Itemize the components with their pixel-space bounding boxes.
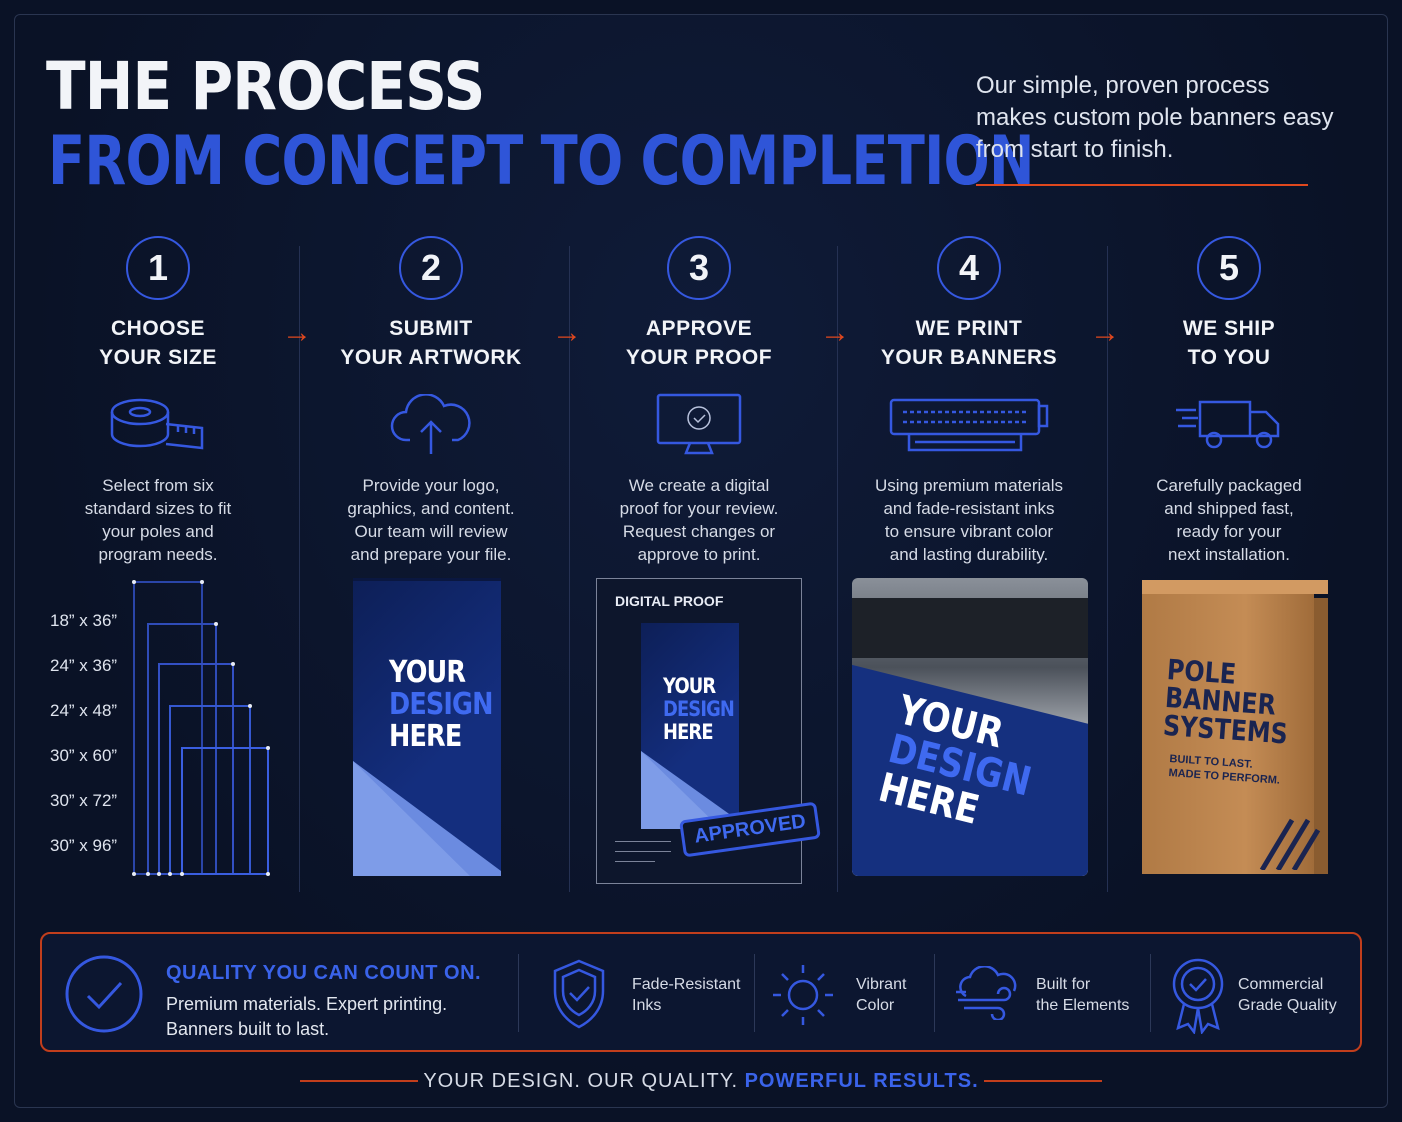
step-2: 2 SUBMIT YOUR ARTWORK Provide your logo,… xyxy=(306,236,556,566)
step-number: 3 xyxy=(667,236,731,300)
size-label: 18” x 36” xyxy=(50,611,118,630)
step-divider xyxy=(299,246,300,892)
quality-title: QUALITY YOU CAN COUNT ON. xyxy=(166,962,482,984)
banner-mockup: YOUR DESIGN HERE xyxy=(353,578,501,876)
quality-divider xyxy=(934,954,935,1032)
quality-description: Premium materials. Expert printing. Bann… xyxy=(166,994,448,1039)
tagline-part: YOUR DESIGN. OUR QUALITY. xyxy=(423,1070,745,1092)
step-title: CHOOSE YOUR SIZE xyxy=(99,317,217,369)
feature-label: Fade-Resistant Inks xyxy=(632,976,741,1014)
feature-label: Commercial Grade Quality xyxy=(1238,976,1337,1014)
step-description: We create a digital proof for your revie… xyxy=(619,476,779,564)
intro-underline xyxy=(976,184,1308,186)
step-3: 3 APPROVE YOUR PROOF We create a digital… xyxy=(574,236,824,566)
banner-text: DESIGN xyxy=(663,697,735,721)
step-number: 4 xyxy=(937,236,1001,300)
page-subtitle: FROM CONCEPT TO COMPLETION xyxy=(48,122,1034,201)
award-badge-icon xyxy=(1170,956,1226,1039)
step-description: Using premium materials and fade-resista… xyxy=(875,476,1063,564)
step-divider xyxy=(569,246,570,892)
step-title: APPROVE YOUR PROOF xyxy=(625,317,773,369)
size-rectangles xyxy=(132,580,270,876)
proof-label: DIGITAL PROOF xyxy=(615,593,724,609)
step-number: 5 xyxy=(1197,236,1261,300)
feature-label: Built for the Elements xyxy=(1036,976,1130,1014)
step-description: Provide your logo, graphics, and content… xyxy=(347,476,515,564)
delivery-truck-icon xyxy=(1104,390,1354,460)
cloud-upload-icon xyxy=(306,390,556,460)
monitor-check-icon xyxy=(574,390,824,460)
banner-text: HERE xyxy=(389,719,462,754)
box-stripes xyxy=(1259,818,1321,870)
quality-divider xyxy=(1150,954,1151,1032)
arrow-right-icon: → xyxy=(552,316,582,349)
step-4: 4 WE PRINT YOUR BANNERS Using premium ma… xyxy=(844,236,1094,566)
step-divider xyxy=(1107,246,1108,892)
banner-text: YOUR xyxy=(663,674,716,698)
step-1: 1 CHOOSE YOUR SIZE Select from six stand… xyxy=(33,236,283,566)
quality-divider xyxy=(518,954,519,1032)
step-title: WE SHIP TO YOU xyxy=(1182,317,1276,369)
cloud-wind-icon xyxy=(954,965,1022,1025)
step-title: SUBMIT YOUR ARTWORK xyxy=(340,317,522,369)
size-label: 24” x 48” xyxy=(50,701,118,720)
arrow-right-icon: → xyxy=(1090,316,1120,349)
size-label: 24” x 36” xyxy=(50,656,118,675)
tagline-highlight: POWERFUL RESULTS. xyxy=(744,1070,979,1092)
printer-photo: YOUR DESIGN HERE xyxy=(852,578,1088,876)
arrow-right-icon: → xyxy=(282,316,312,349)
step-title: WE PRINT YOUR BANNERS xyxy=(880,317,1058,369)
tagline: YOUR DESIGN. OUR QUALITY. POWERFUL RESUL… xyxy=(0,1070,1402,1093)
page-title: THE PROCESS xyxy=(46,48,485,125)
tagline-rule xyxy=(300,1080,418,1082)
measuring-tape-icon xyxy=(33,390,283,460)
checkmark-circle-icon xyxy=(64,954,144,1039)
shield-check-icon xyxy=(550,958,608,1035)
step-5: 5 WE SHIP TO YOU Carefully packaged and … xyxy=(1104,236,1354,566)
step-number: 2 xyxy=(399,236,463,300)
banner-text: YOUR xyxy=(389,655,466,690)
size-label: 30” x 72” xyxy=(50,791,118,810)
proof-banner: YOUR DESIGN HERE xyxy=(641,623,739,829)
intro-text: Our simple, proven process makes custom … xyxy=(976,72,1334,163)
quality-divider xyxy=(754,954,755,1032)
box-text: SYSTEMS xyxy=(1162,708,1289,751)
banner-text: DESIGN xyxy=(389,687,493,722)
shipping-box: POLE BANNER SYSTEMS BUILT TO LAST. MADE … xyxy=(1142,580,1328,876)
arrow-right-icon: → xyxy=(820,316,850,349)
step-description: Select from six standard sizes to fit yo… xyxy=(84,476,232,564)
banner-text: HERE xyxy=(663,720,714,744)
step-number: 1 xyxy=(126,236,190,300)
proof-document: DIGITAL PROOF YOUR DESIGN HERE APPROVED xyxy=(596,578,822,884)
sun-icon xyxy=(770,962,836,1033)
tagline-rule xyxy=(984,1080,1102,1082)
size-label: 30” x 60” xyxy=(50,746,118,765)
page-frame xyxy=(14,14,1388,1108)
printer-icon xyxy=(844,390,1094,460)
quality-panel: QUALITY YOU CAN COUNT ON. Premium materi… xyxy=(40,932,1362,1052)
step-description: Carefully packaged and shipped fast, rea… xyxy=(1156,476,1302,564)
feature-label: Vibrant Color xyxy=(856,976,907,1014)
step-divider xyxy=(837,246,838,892)
size-label: 30” x 96” xyxy=(50,836,118,855)
